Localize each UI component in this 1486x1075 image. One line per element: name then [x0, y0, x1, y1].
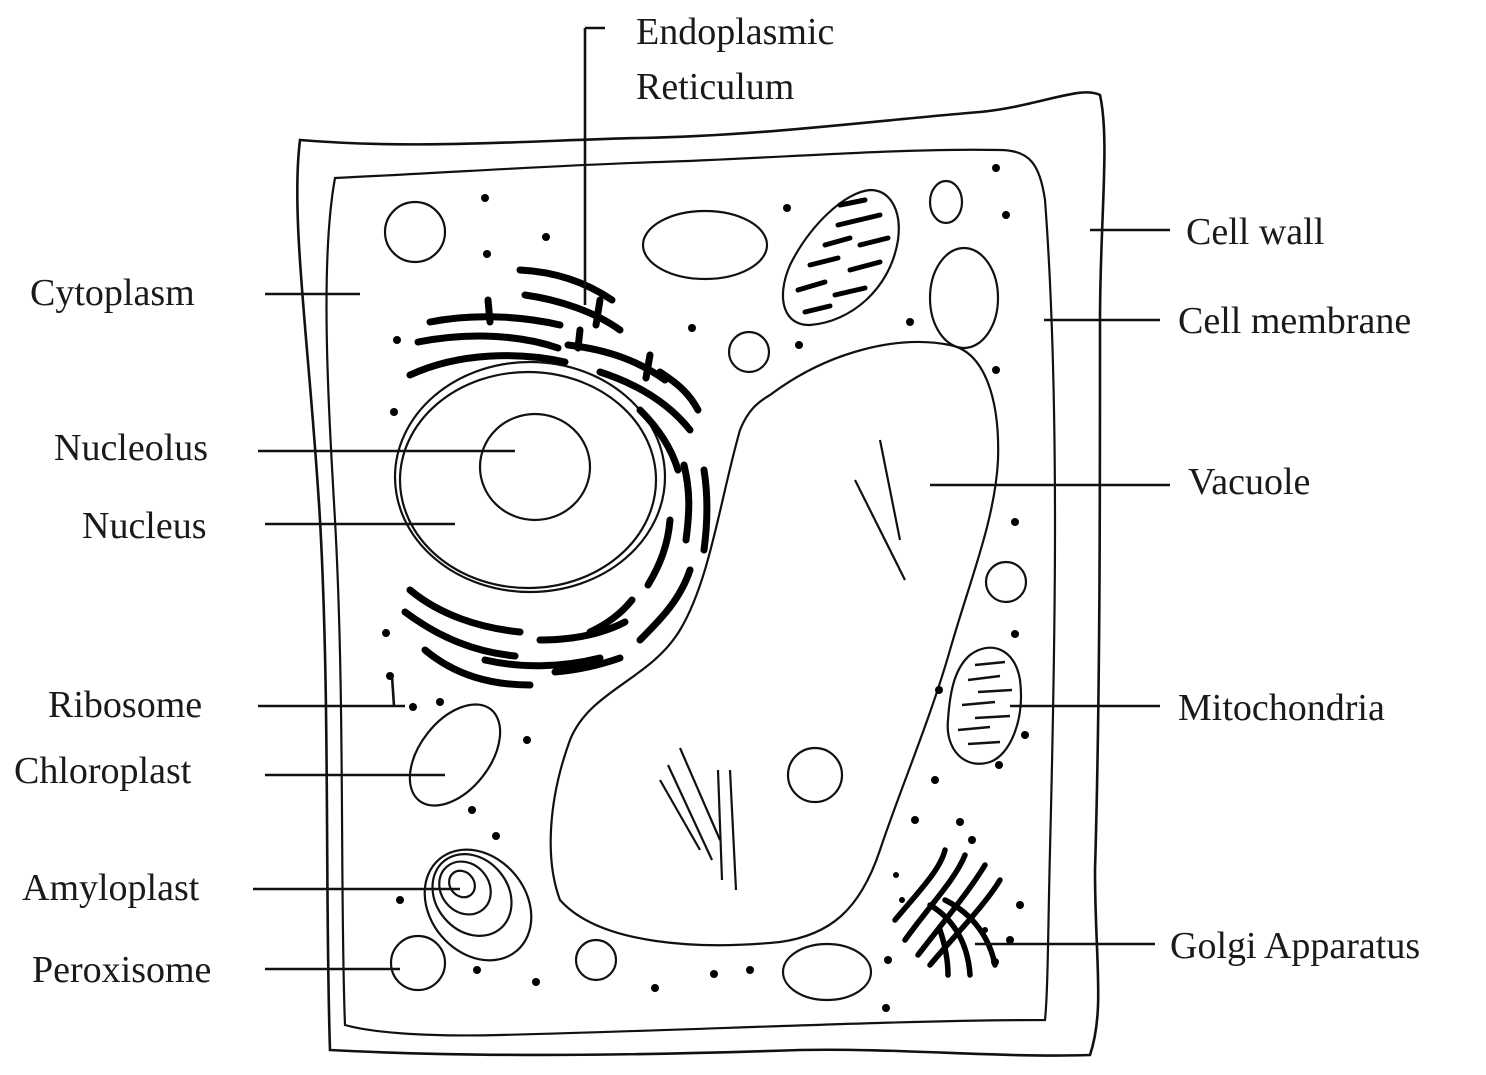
label-cytoplasm: Cytoplasm: [30, 272, 195, 314]
label-golgi-apparatus: Golgi Apparatus: [1170, 925, 1420, 967]
vesicle-bottom: [576, 940, 616, 980]
vacuole-crystals: [660, 440, 905, 890]
label-mitochondria: Mitochondria: [1178, 687, 1385, 729]
label-nucleus: Nucleus: [82, 505, 207, 547]
vesicle-right: [986, 562, 1026, 602]
leader-lines: [253, 28, 1170, 969]
cell-wall: [297, 92, 1104, 1055]
label-ribosome: Ribosome: [48, 684, 202, 726]
vesicle-right-oval: [930, 248, 998, 348]
amyloplast: [403, 828, 554, 982]
vesicle-top-center: [643, 211, 767, 279]
vesicle-small-mid: [729, 332, 769, 372]
nucleolus: [480, 414, 590, 520]
label-cell-wall: Cell wall: [1186, 211, 1324, 253]
mitochondrion-upper: [783, 190, 899, 325]
vesicle-bottom-oval: [783, 944, 871, 1000]
nucleus: [395, 362, 665, 592]
label-amyloplast: Amyloplast: [22, 867, 200, 909]
mitochondrion-lower: [948, 648, 1021, 764]
label-endoplasmic-reticulum-1: Endoplasmic: [636, 11, 834, 53]
vacuole: [551, 342, 998, 945]
vesicle-top-left: [385, 202, 445, 262]
vesicle-top-right-small: [930, 181, 962, 223]
endoplasmic-reticulum: [405, 270, 707, 685]
label-cell-membrane: Cell membrane: [1178, 300, 1411, 342]
label-peroxisome: Peroxisome: [32, 949, 211, 991]
label-endoplasmic-reticulum-2: Reticulum: [636, 66, 794, 108]
ribosome-dots: [382, 164, 1029, 1012]
label-chloroplast: Chloroplast: [14, 750, 192, 792]
golgi-apparatus: [895, 850, 1000, 975]
nucleus-inner-membrane: [400, 372, 656, 588]
vesicle-in-vacuole: [788, 748, 842, 802]
label-nucleolus: Nucleolus: [54, 427, 208, 469]
peroxisome: [391, 936, 445, 990]
label-vacuole: Vacuole: [1188, 461, 1310, 503]
